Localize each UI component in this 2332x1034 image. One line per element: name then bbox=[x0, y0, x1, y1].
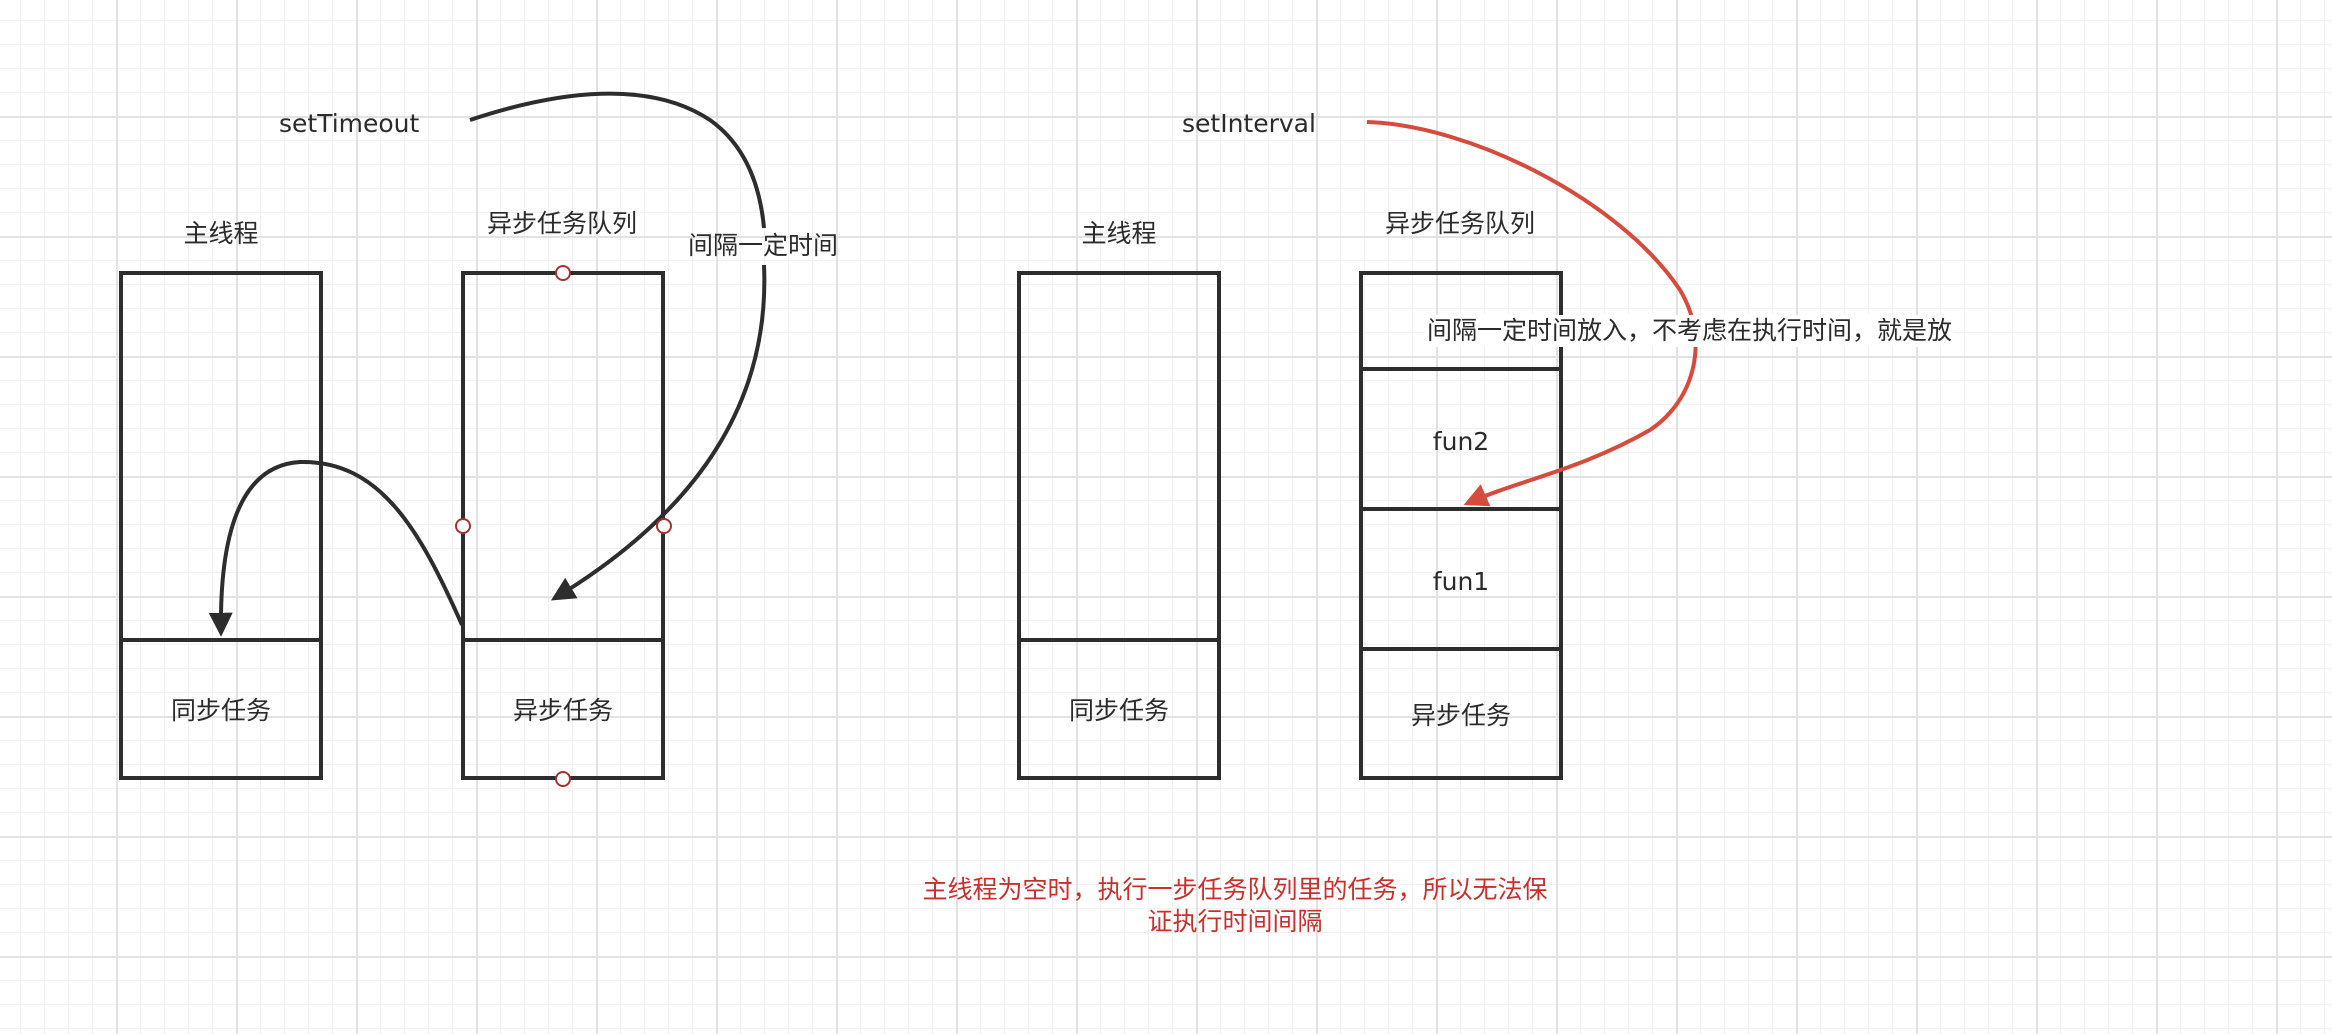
main-thread-box-right: 同步任务 bbox=[1017, 271, 1221, 780]
return-arrow bbox=[208, 459, 464, 637]
delay-arrow bbox=[550, 264, 767, 601]
connector-point-right bbox=[656, 518, 672, 534]
note-line-1: 主线程为空时，执行一步任务队列里的任务，所以无法保 bbox=[922, 875, 1548, 904]
fun2-cell: fun2 bbox=[1363, 367, 1559, 511]
async-task-cell-left: 异步任务 bbox=[465, 638, 661, 776]
settimeout-curve bbox=[469, 91, 766, 229]
main-thread-box-left: 同步任务 bbox=[119, 271, 323, 780]
queue-title-right: 异步任务队列 bbox=[1384, 209, 1536, 238]
sync-task-cell-left: 同步任务 bbox=[123, 638, 319, 776]
async-task-cell-right: 异步任务 bbox=[1363, 647, 1559, 776]
setinterval-label: setInterval bbox=[1182, 109, 1316, 138]
connector-point-left bbox=[455, 518, 471, 534]
main-thread-title-right: 主线程 bbox=[1081, 219, 1157, 248]
interval-label-right: 间隔一定时间放入，不考虑在执行时间，就是放 bbox=[1425, 315, 1955, 347]
explanation-note: 主线程为空时，执行一步任务队列里的任务，所以无法保 证执行时间间隔 bbox=[880, 874, 1590, 938]
fun1-cell: fun1 bbox=[1363, 507, 1559, 651]
main-thread-title-left: 主线程 bbox=[183, 219, 259, 248]
note-line-2: 证执行时间间隔 bbox=[1147, 907, 1323, 936]
setinterval-arrow bbox=[1366, 120, 1698, 507]
connector-point-bottom bbox=[555, 771, 571, 787]
queue-box-right: fun2 fun1 异步任务 bbox=[1359, 271, 1563, 780]
queue-title-left: 异步任务队列 bbox=[486, 209, 638, 238]
settimeout-label: setTimeout bbox=[279, 109, 420, 138]
connector-point-top bbox=[555, 265, 571, 281]
interval-label-left: 间隔一定时间 bbox=[688, 231, 839, 260]
sync-task-cell-right: 同步任务 bbox=[1021, 638, 1217, 776]
